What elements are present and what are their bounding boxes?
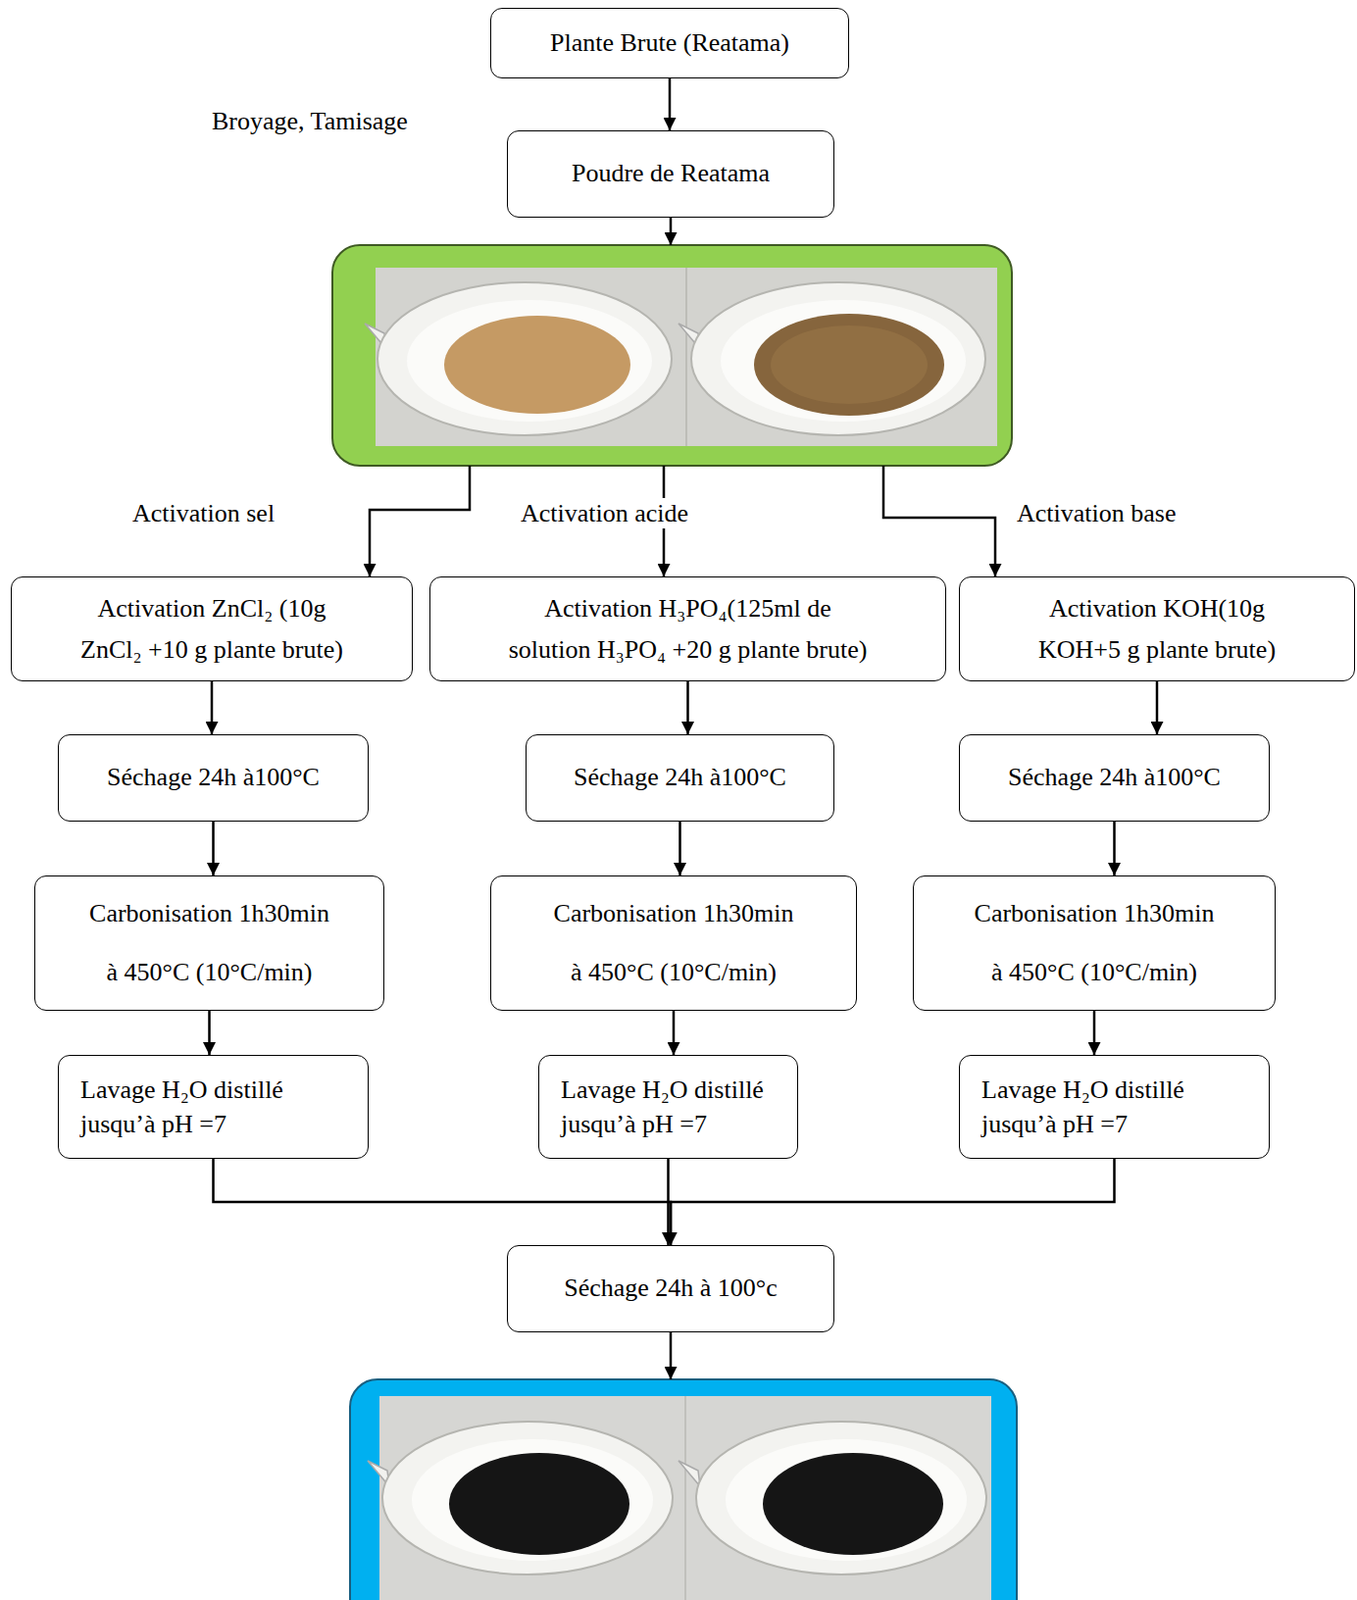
flow-arrow <box>672 1010 676 1056</box>
flow-arrow <box>210 681 214 735</box>
box-text: Activation KOH(10g KOH+5 g plante brute) <box>1028 588 1286 670</box>
process-box: Activation KOH(10g KOH+5 g plante brute) <box>958 576 1356 682</box>
process-box: Séchage 24h à100°C <box>57 734 369 822</box>
process-box: Lavage H₂O distillé jusqu’à pH =7 <box>538 1055 799 1159</box>
raw-powder-photo-panel <box>332 245 1012 466</box>
process-box: Carbonisation 1h30min à 450°C (10°C/min) <box>34 875 385 1011</box>
branch-label: Activation acide <box>516 498 693 529</box>
flow-arrow <box>211 821 215 876</box>
flow-arrow <box>668 78 672 131</box>
box-text: Poudre de Reatama <box>571 157 770 191</box>
box-text: Plante Brute (Reatama) <box>550 27 790 60</box>
box-text: Activation ZnCl₂ (10g ZnCl₂ +10 g plante… <box>73 588 351 670</box>
box-text: Lavage H₂O distillé jusqu’à pH =7 <box>80 1072 316 1142</box>
panel-connectors <box>369 217 996 1380</box>
flow-arrow <box>1112 821 1116 876</box>
flow-arrow <box>1093 1010 1097 1056</box>
box-text: Carbonisation 1h30min à 450°C (10°C/min) <box>549 884 799 1003</box>
process-box: Lavage H₂O distillé jusqu’à pH =7 <box>57 1055 369 1159</box>
box-text: Séchage 24h à100°C <box>106 761 320 795</box>
process-box: Séchage 24h à100°C <box>525 734 835 822</box>
box-text: Carbonisation 1h30min à 450°C (10°C/min) <box>969 884 1219 1003</box>
box-text: Séchage 24h à100°C <box>1007 761 1221 795</box>
edge-label: Broyage, Tamisage <box>207 105 412 137</box>
process-box: Séchage 24h à 100°c <box>506 1245 835 1333</box>
process-box: Lavage H₂O distillé jusqu’à pH =7 <box>958 1055 1270 1159</box>
flow-arrow <box>207 1010 211 1056</box>
process-box: Activation ZnCl₂ (10g ZnCl₂ +10 g plante… <box>10 576 413 682</box>
box-text: Carbonisation 1h30min à 450°C (10°C/min) <box>85 884 335 1003</box>
start-box: Plante Brute (Reatama) <box>490 7 850 79</box>
process-box: Activation H₃PO₄(125ml de solution H₃PO₄… <box>429 576 947 682</box>
process-box: Carbonisation 1h30min à 450°C (10°C/min) <box>912 875 1276 1011</box>
process-box: Poudre de Reatama <box>506 130 835 218</box>
box-text: Lavage H₂O distillé jusqu’à pH =7 <box>560 1072 784 1142</box>
flow-arrow <box>678 821 682 876</box>
activated-carbon-photo-panel <box>350 1379 1017 1600</box>
branch-label: Activation base <box>1012 498 1180 529</box>
process-box: Séchage 24h à100°C <box>958 734 1270 822</box>
process-box: Carbonisation 1h30min à 450°C (10°C/min) <box>490 875 857 1011</box>
box-text: Activation H₃PO₄(125ml de solution H₃PO₄… <box>505 588 871 670</box>
flow-arrow <box>666 1158 670 1246</box>
flow-arrow <box>213 1158 672 1246</box>
flow-arrow <box>670 1158 1115 1246</box>
flow-arrow <box>686 681 690 735</box>
branch-label: Activation sel <box>128 498 279 529</box>
box-text: Séchage 24h à 100°c <box>563 1272 778 1306</box>
box-text: Séchage 24h à100°C <box>573 761 787 795</box>
flow-arrow <box>1155 681 1159 735</box>
box-text: Lavage H₂O distillé jusqu’à pH =7 <box>981 1072 1217 1142</box>
